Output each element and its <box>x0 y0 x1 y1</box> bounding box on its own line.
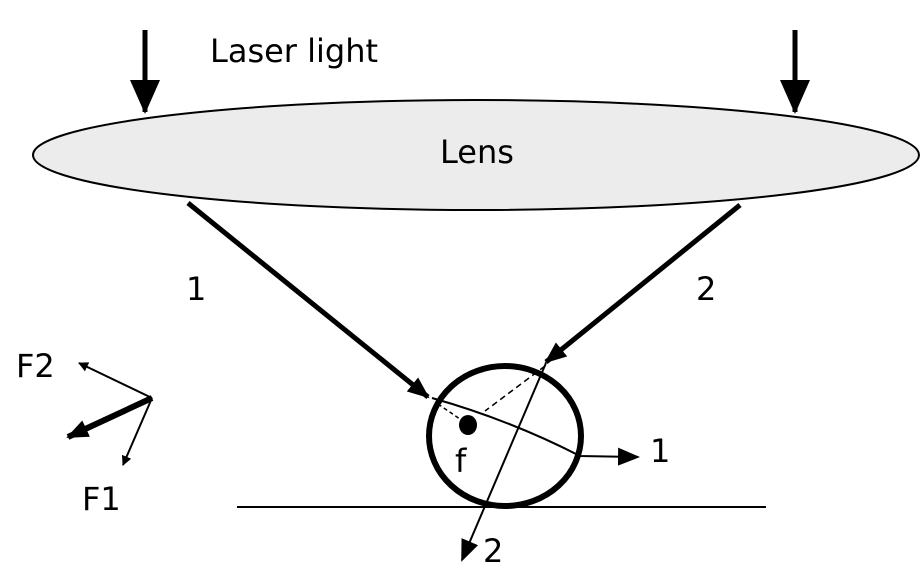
ray-1-out-label: 1 <box>650 432 670 470</box>
ray-2-incoming <box>544 203 742 364</box>
dashed-normal-1 <box>437 403 461 420</box>
laser-light-label: Laser light <box>210 32 378 70</box>
focus-label: f <box>455 442 467 480</box>
focal-point <box>459 415 477 435</box>
bead <box>426 363 584 509</box>
ray-2-label: 2 <box>696 270 716 308</box>
ray-2-refracted <box>461 362 547 562</box>
ray-1-incoming <box>186 201 430 399</box>
ray-1-label: 1 <box>186 270 206 308</box>
force-f2-label: F2 <box>16 347 55 385</box>
ray-1-refracted <box>431 397 640 466</box>
dashed-normal-2 <box>484 365 546 412</box>
force-f2-arrow <box>78 362 153 399</box>
net-force-arrow <box>66 395 154 440</box>
lens-label: Lens <box>440 133 514 171</box>
force-f1-label: F1 <box>82 480 121 518</box>
force-f1-arrow <box>121 397 153 466</box>
ray-2-out-label: 2 <box>483 532 503 570</box>
lens <box>32 99 920 211</box>
